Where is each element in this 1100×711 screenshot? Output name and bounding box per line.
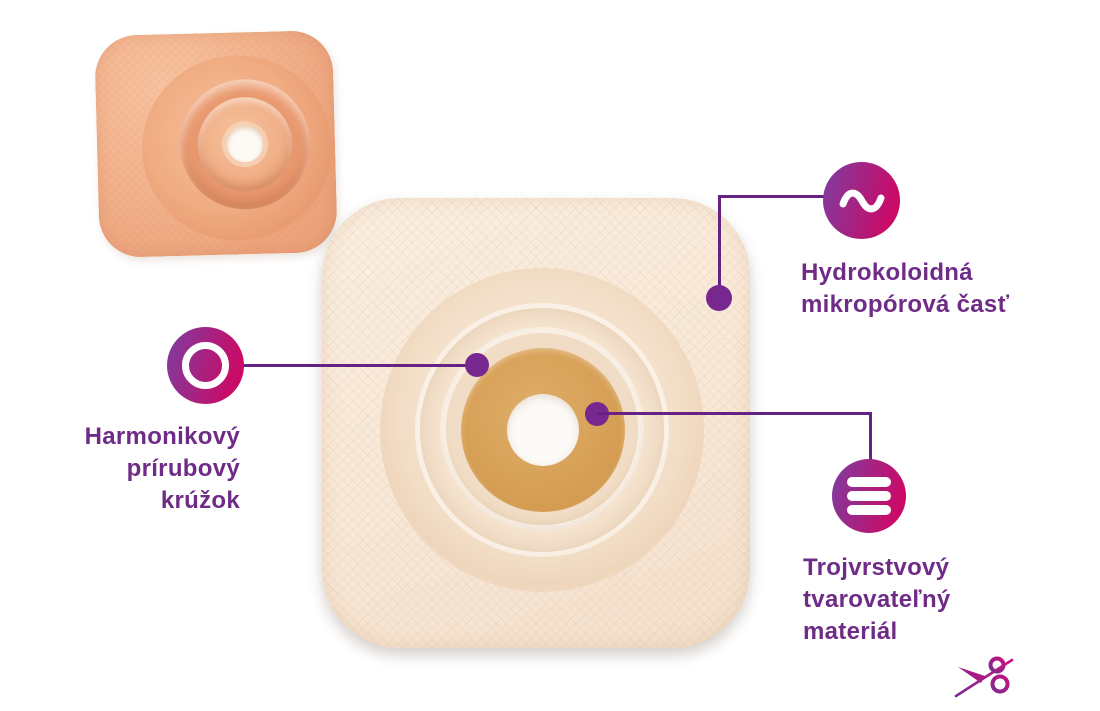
connector-line-hydro-h: [718, 195, 826, 198]
product-thumbnail-photo: [94, 29, 338, 259]
label-line: Harmonikový: [84, 423, 240, 450]
label-hydrocolloid: Hydrokoloidná mikropórová časť: [801, 257, 1009, 321]
label-line: mikropórová časť: [801, 291, 1010, 318]
label-line: materiál: [803, 618, 898, 645]
sine-wave-icon: [823, 162, 900, 239]
label-line: krúžok: [160, 487, 240, 514]
three-layers-icon: [832, 459, 906, 533]
sine-wave-icon-glyph: [839, 189, 884, 212]
label-moldable-material: Trojvrstvový tvarovateľný materiál: [803, 552, 951, 648]
connector-dot-accordion: [465, 353, 489, 377]
connector-line-accordion: [240, 364, 477, 367]
scissors-icon: [954, 656, 1014, 698]
ring-icon-glyph: [182, 342, 229, 389]
connector-line-moldable-h: [597, 412, 872, 415]
label-line: tvarovateľný: [803, 586, 951, 613]
three-layers-icon-glyph: [847, 477, 891, 515]
stoma-hole: [507, 394, 579, 466]
connector-line-moldable-v: [869, 412, 872, 462]
ring-icon: [167, 327, 244, 404]
label-accordion-ring: Harmonikový prírubový krúžok: [85, 421, 240, 517]
label-line: Trojvrstvový: [803, 554, 950, 581]
connector-line-hydro-v: [718, 195, 721, 291]
label-line: prírubový: [126, 455, 240, 482]
connector-dot-hydro: [706, 285, 732, 311]
label-line: Hydrokoloidná: [801, 259, 973, 286]
